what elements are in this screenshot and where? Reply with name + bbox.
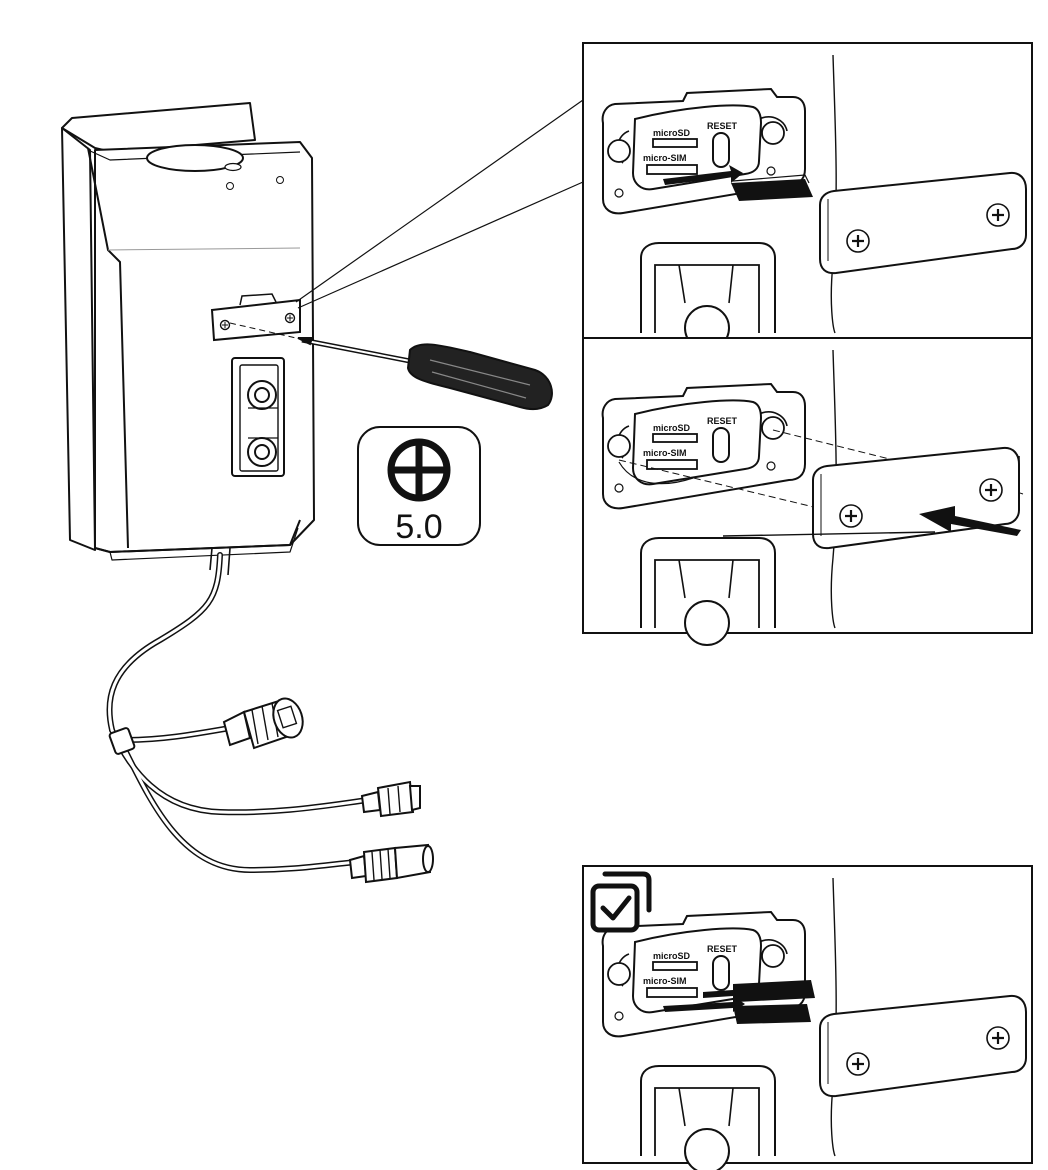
label-reset: RESET — [707, 416, 738, 426]
tool-size-label: 5.0 — [395, 508, 442, 546]
zoom-lines — [295, 99, 584, 309]
checked-copies-icon — [590, 871, 652, 933]
label-microsim: micro-SIM — [643, 976, 687, 986]
dc-jack — [348, 843, 434, 884]
label-microsd: microSD — [653, 951, 691, 961]
phillips-screwdriver-icon — [387, 438, 451, 502]
microsd-card — [733, 980, 815, 1002]
dc-plug — [360, 780, 421, 818]
camera-cover-plate — [210, 293, 301, 342]
rj45-connector — [222, 697, 304, 750]
sim-card — [733, 1004, 811, 1024]
sim-card — [731, 179, 813, 201]
label-microsd: microSD — [653, 423, 691, 433]
label-microsim: micro-SIM — [643, 448, 687, 458]
camera-cables — [106, 552, 371, 874]
tool-badge: 5.0 — [357, 426, 481, 546]
screwdriver — [297, 337, 553, 411]
insert-arrow — [663, 165, 743, 185]
cable-tie — [108, 727, 136, 755]
label-reset: RESET — [707, 121, 738, 131]
label-reset: RESET — [707, 944, 738, 954]
panel-insert-sim: microSD micro-SIM RESET — [582, 42, 1033, 351]
camera-body — [61, 102, 315, 576]
label-microsim: micro-SIM — [643, 153, 687, 163]
panel-verify: microSD micro-SIM RESET — [582, 865, 1033, 1170]
panel-reattach-cover: microSD micro-SIM RESET — [582, 337, 1033, 646]
label-microsd: microSD — [653, 128, 691, 138]
push-arrow — [919, 506, 1021, 536]
camera-mount-bracket — [231, 357, 285, 477]
